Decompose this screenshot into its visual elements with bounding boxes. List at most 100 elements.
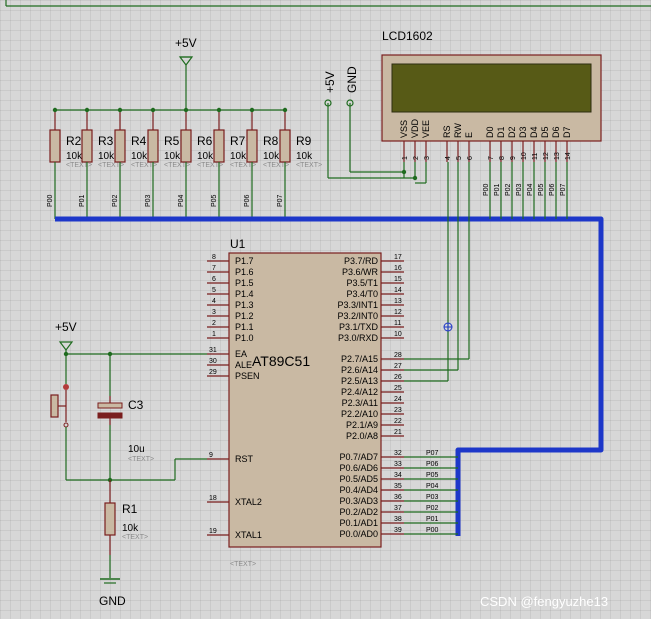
- mcu-pin-number: 27: [394, 363, 402, 370]
- mcu-pin-name: P2.0/A8: [346, 431, 378, 441]
- resistor-text-placeholder: <TEXT>: [230, 162, 256, 169]
- mcu-pin-p3-4[interactable]: 14 P3.4/T0: [346, 287, 404, 299]
- mcu-pin-number: 31: [209, 347, 217, 354]
- mcu-pin-name: P3.6/WR: [342, 267, 379, 277]
- c3-ref: C3: [128, 398, 144, 412]
- mcu-pin-number: 6: [212, 276, 216, 283]
- mcu-pin-number: 9: [209, 452, 213, 459]
- mcu-pin-name: P0.3/AD3: [339, 496, 378, 506]
- mcu-pin-number: 12: [394, 309, 402, 316]
- mcu-text-placeholder: <TEXT>: [230, 561, 256, 568]
- vcc-label-top: +5V: [175, 36, 197, 50]
- lcd-pin-d2[interactable]: D29: [507, 126, 517, 162]
- mcu-pin-name: P3.4/T0: [346, 289, 378, 299]
- lcd-power-terminals: +5V GND: [323, 66, 427, 184]
- lcd-pin-number: 12: [543, 152, 550, 160]
- reset-pushbutton[interactable]: [50, 384, 69, 428]
- p0-net-label: P07: [426, 450, 439, 457]
- lcd-pin-number: 1: [402, 156, 409, 160]
- lcd-net-label: P07: [560, 183, 567, 196]
- resistor-net-label: P06: [244, 194, 251, 207]
- lcd-net-label: P03: [516, 183, 523, 196]
- lcd-pin-rs[interactable]: RS4: [442, 125, 452, 162]
- mcu-body: [228, 252, 382, 548]
- resistor-net-label: P03: [145, 194, 152, 207]
- resistor-r1[interactable]: R1 10k <TEXT>: [104, 480, 148, 555]
- lcd-pin-number: 9: [510, 156, 517, 160]
- lcd-pin-d1[interactable]: D18: [496, 126, 506, 162]
- lcd-pin-e[interactable]: E6: [464, 132, 474, 162]
- mcu-pin-number: 34: [394, 472, 402, 479]
- mcu-pin-name: P2.3/A11: [342, 398, 378, 408]
- mcu-pin-number: 14: [394, 287, 402, 294]
- reset-circuit: +5V C3 10u <TEXT>: [50, 320, 207, 608]
- lcd-pin-rw[interactable]: RW5: [453, 123, 463, 162]
- resistor-text-placeholder: <TEXT>: [98, 162, 124, 169]
- lcd-net-label: P02: [505, 183, 512, 196]
- lcd-pin-d0[interactable]: D07: [485, 126, 495, 162]
- lcd-pin-name: VEE: [421, 120, 431, 138]
- mcu-pin-ea[interactable]: 31 EA: [207, 347, 247, 359]
- mcu-pin-number: 28: [394, 352, 402, 359]
- mcu-pin-name: P2.7/A15: [341, 354, 378, 364]
- mcu-pin-name: P3.7/RD: [344, 256, 379, 266]
- capacitor-c3[interactable]: C3 10u <TEXT>: [97, 396, 154, 463]
- lcd1602-component[interactable]: LCD1602 <TEXT> VSS1VDD2VEE3RS4RW5E6D07D1…: [381, 29, 602, 162]
- mcu-pin-p2-7[interactable]: 28 P2.7/A15: [341, 352, 404, 364]
- mcu-pin-name: EA: [235, 349, 247, 359]
